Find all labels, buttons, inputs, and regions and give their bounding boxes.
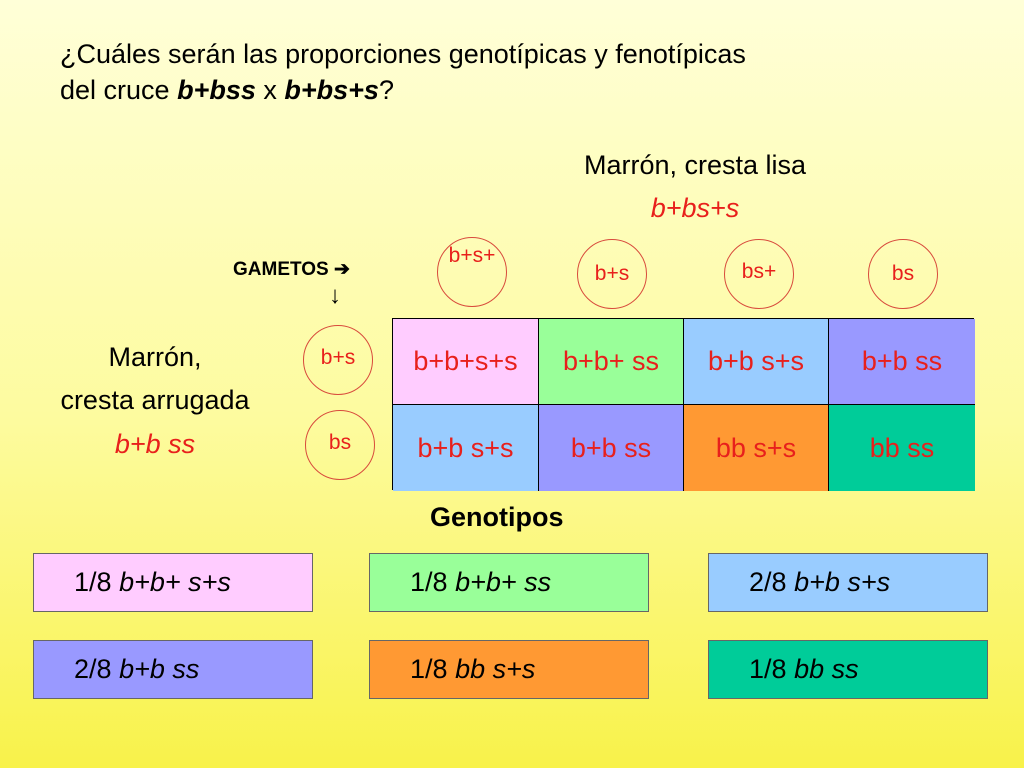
- punnett-cell: b+b+ ss: [539, 319, 684, 405]
- summary-fraction: 1/8: [410, 567, 448, 597]
- summary-genotype: bb ss: [794, 654, 859, 684]
- gametos-label: GAMETOS ➔: [233, 258, 350, 281]
- gamete-circle-top-2: b+s: [577, 239, 647, 309]
- punnett-square: b+b+s+s b+b+ ss b+b s+s b+b ss b+b s+s b…: [392, 318, 975, 491]
- punnett-cell: b+b s+s: [393, 405, 539, 491]
- gamete-circle-top-4: bs: [868, 239, 938, 309]
- question-line-1: ¿Cuáles serán las proporciones genotípic…: [60, 39, 746, 69]
- gamete-label: b+s+: [448, 244, 496, 267]
- summary-box: 1/8 b+b+ s+s: [33, 553, 313, 612]
- left-parent-phenotype-1: Marrón,: [108, 342, 202, 372]
- punnett-cell: b+b ss: [539, 405, 684, 491]
- gamete-label: bs: [328, 430, 352, 454]
- gamete-label: bs: [891, 262, 915, 285]
- top-parent-phenotype: Marrón, cresta lisa: [583, 150, 807, 180]
- genotipos-title: Genotipos: [430, 502, 564, 532]
- question-text: ¿Cuáles serán las proporciones genotípic…: [60, 36, 960, 108]
- summary-box: 1/8 bb ss: [708, 640, 988, 699]
- question-line-2: del cruce b+bss x b+bs+s?: [60, 72, 960, 108]
- punnett-cell: bb ss: [829, 405, 975, 491]
- gamete-circle-left-2: bs: [305, 410, 375, 480]
- summary-genotype: b+b+ ss: [455, 567, 552, 597]
- question-suffix: ?: [378, 75, 394, 105]
- punnett-cell: b+b s+s: [684, 319, 829, 405]
- gamete-label: b+s: [594, 262, 630, 285]
- question-prefix: del cruce: [60, 75, 178, 105]
- summary-genotype: b+b ss: [119, 654, 200, 684]
- question-parent-1: b+bss: [177, 75, 256, 105]
- summary-box: 2/8 b+b s+s: [708, 553, 988, 612]
- punnett-cell: b+b+s+s: [393, 319, 539, 405]
- arrow-right-icon: ➔: [334, 259, 350, 280]
- top-parent-genotype: b+bs+s: [650, 193, 740, 223]
- gamete-circle-left-1: b+s: [303, 325, 373, 395]
- punnett-cell: bb s+s: [684, 405, 829, 491]
- summary-fraction: 2/8: [74, 654, 112, 684]
- summary-genotype: b+b s+s: [794, 567, 891, 597]
- gamete-circle-top-1: b+s+: [437, 237, 507, 307]
- summary-fraction: 1/8: [749, 654, 787, 684]
- summary-fraction: 1/8: [74, 567, 112, 597]
- summary-box: 2/8 b+b ss: [33, 640, 313, 699]
- punnett-cell: b+b ss: [829, 319, 975, 405]
- left-parent-phenotype-2: cresta arrugada: [60, 385, 250, 415]
- gamete-circle-top-3: bs+: [724, 239, 794, 309]
- gametos-text: GAMETOS: [233, 259, 329, 280]
- gamete-label: bs+: [741, 259, 777, 283]
- left-parent-genotype: b+b ss: [114, 429, 196, 459]
- arrow-down-icon: ↓: [329, 282, 341, 309]
- summary-box: 1/8 b+b+ ss: [369, 553, 649, 612]
- gamete-label: b+s: [320, 345, 356, 369]
- question-cross: x: [255, 75, 285, 105]
- summary-genotype: b+b+ s+s: [119, 567, 231, 597]
- summary-genotype: bb s+s: [455, 654, 536, 684]
- question-parent-2: b+bs+s: [284, 75, 379, 105]
- summary-fraction: 1/8: [410, 654, 448, 684]
- summary-fraction: 2/8: [749, 567, 787, 597]
- summary-box: 1/8 bb s+s: [369, 640, 649, 699]
